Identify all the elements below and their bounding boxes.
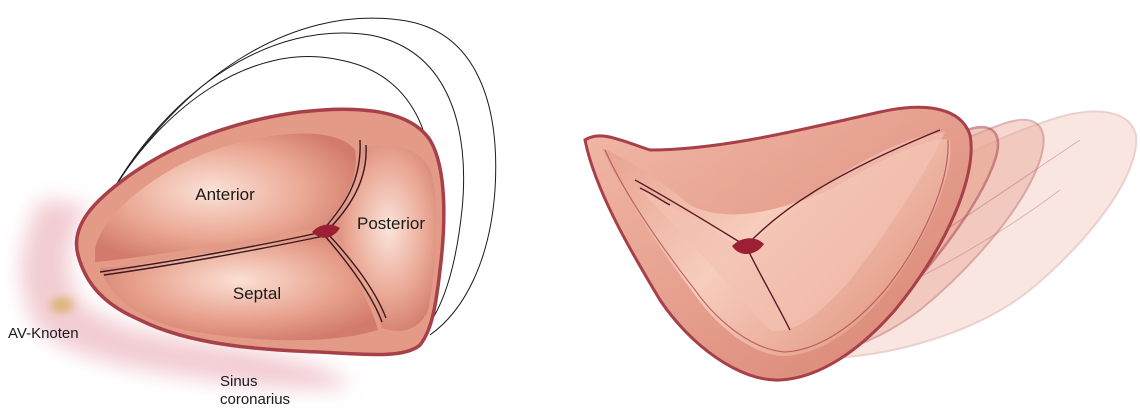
label-posterior: Posterior bbox=[357, 214, 425, 233]
label-sinus-line2: coronarius bbox=[220, 391, 290, 408]
label-septal: Septal bbox=[233, 284, 281, 303]
label-sinus-line1: Sinus bbox=[220, 373, 258, 390]
label-anterior: Anterior bbox=[195, 185, 255, 204]
label-av-knoten: AV-Knoten bbox=[8, 325, 79, 342]
av-node-marker bbox=[50, 297, 74, 313]
